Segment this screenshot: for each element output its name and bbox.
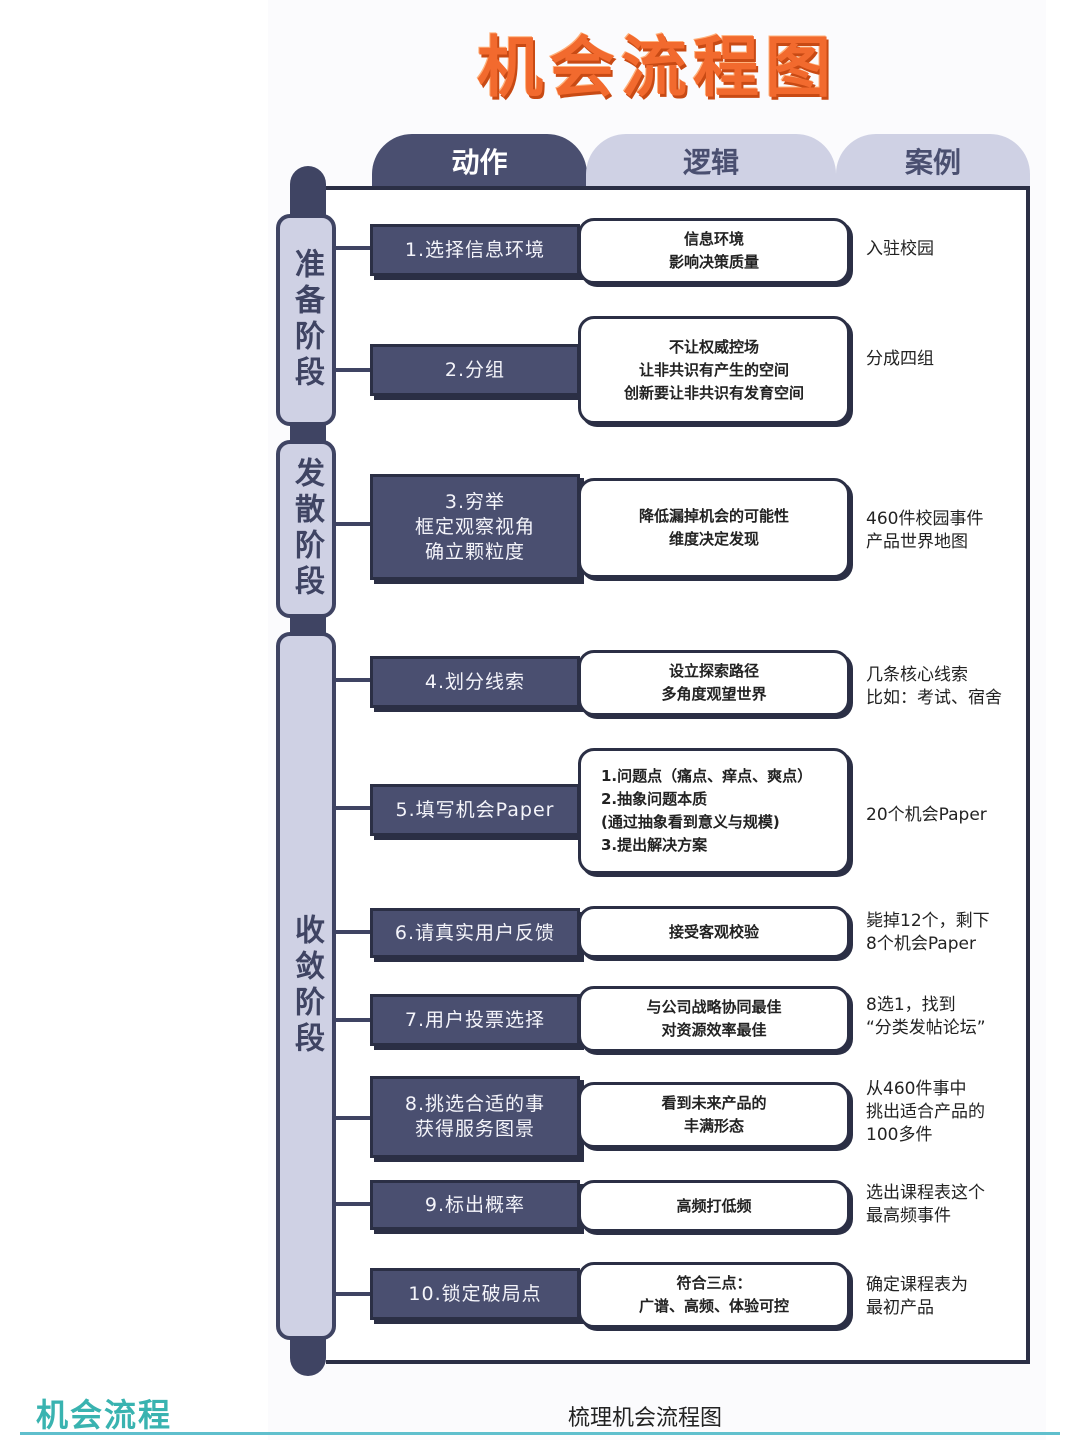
connector-line (336, 930, 374, 934)
action-box: 8.挑选合适的事 获得服务图景 (370, 1076, 580, 1158)
action-box: 3.穷举 框定观察视角 确立颗粒度 (370, 474, 580, 580)
connector-line (336, 806, 374, 810)
footer-section-title: 机会流程 (36, 1396, 173, 1434)
action-box: 1.选择信息环境 (370, 224, 580, 276)
case-text: 8选1，找到 “分类发帖论坛” (866, 995, 986, 1038)
case-text: 选出课程表这个 最高频事件 (866, 1183, 985, 1226)
stage-label: 发散阶段 (289, 457, 324, 601)
footer-caption: 梳理机会流程图 (568, 1406, 723, 1431)
action-box: 10.锁定破局点 (370, 1268, 580, 1320)
logic-box: 设立探索路径 多角度观望世界 (578, 650, 850, 716)
connector-line (336, 678, 374, 682)
connector-line (336, 1202, 374, 1206)
logic-box: 符合三点： 广谱、高频、体验可控 (578, 1262, 850, 1328)
action-box: 4.划分线索 (370, 656, 580, 708)
tab-action[interactable]: 动作 (372, 134, 587, 188)
stage-label: 收敛阶段 (289, 914, 324, 1058)
stage-converge: 收敛阶段 (276, 632, 336, 1340)
stage-prepare: 准备阶段 (276, 214, 336, 426)
logic-box: 信息环境 影响决策质量 (578, 218, 850, 284)
action-box: 2.分组 (370, 344, 580, 396)
case-text: 20个机会Paper (866, 805, 987, 825)
action-box: 5.填写机会Paper (370, 784, 580, 836)
connector-line (336, 368, 374, 372)
case-text: 毙掉12个，剩下 8个机会Paper (866, 911, 990, 954)
logic-box: 高频打低频 (578, 1180, 850, 1232)
page-title: 机会流程图 (477, 29, 837, 106)
case-text: 确定课程表为 最初产品 (866, 1275, 968, 1318)
footer-divider (20, 1432, 1060, 1435)
connector-line (336, 1292, 374, 1296)
stage-label: 准备阶段 (289, 248, 324, 392)
logic-box: 接受客观校验 (578, 906, 850, 958)
action-box: 7.用户投票选择 (370, 994, 580, 1046)
case-text: 从460件事中 挑出适合产品的 100多件 (866, 1079, 985, 1145)
connector-line (336, 1018, 374, 1022)
case-text: 入驻校园 (866, 239, 934, 259)
connector-line (336, 1116, 374, 1120)
connector-line (336, 246, 374, 250)
logic-box: 降低漏掉机会的可能性 维度决定发现 (578, 478, 850, 578)
logic-box: 看到未来产品的 丰满形态 (578, 1082, 850, 1148)
tab-logic[interactable]: 逻辑 (586, 134, 836, 188)
case-text: 分成四组 (866, 349, 934, 369)
logic-box: 1.问题点（痛点、痒点、爽点） 2.抽象问题本质 (通过抽象看到意义与规模) 3… (578, 748, 850, 874)
logic-box: 与公司战略协同最佳 对资源效率最佳 (578, 986, 850, 1052)
logic-box: 不让权威控场 让非共识有产生的空间 创新要让非共识有发育空间 (578, 316, 850, 424)
action-box: 6.请真实用户反馈 (370, 908, 580, 958)
case-text: 460件校园事件 产品世界地图 (866, 509, 984, 552)
stage-diverge: 发散阶段 (276, 440, 336, 618)
action-box: 9.标出概率 (370, 1180, 580, 1230)
connector-line (336, 522, 374, 526)
case-text: 几条核心线索 比如：考试、宿舍 (866, 665, 1002, 708)
tab-case[interactable]: 案例 (836, 134, 1030, 188)
